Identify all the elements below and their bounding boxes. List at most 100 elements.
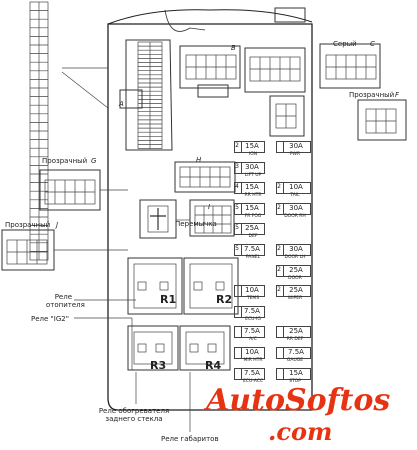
fuse-left-amperage: 25A	[245, 224, 259, 233]
fuse-right-number: 2	[277, 203, 281, 211]
fuse-cell	[241, 326, 265, 339]
jumper-block	[139, 199, 177, 239]
fuse-left-number: 3	[235, 162, 239, 170]
fuse-right-amperage: 30A	[289, 142, 303, 150]
fuse-left-name: PANEL	[245, 255, 261, 260]
fuse-left-name: IGN	[248, 152, 258, 157]
fuse-right-name: STOP	[289, 378, 301, 384]
fuse-left-number: 5	[235, 224, 239, 232]
fuse-right-number: 2	[277, 286, 281, 294]
label-peremychka: Перемычка	[175, 220, 217, 228]
watermark-line2: .com	[268, 417, 333, 446]
fuse-left-name: MIR HTR	[243, 358, 263, 363]
relay-terminal	[159, 281, 169, 291]
fuse-box-top-edge	[107, 9, 313, 25]
connector-f-housing	[269, 95, 305, 137]
connector-b-housing	[179, 45, 241, 89]
connector-c-housing	[244, 47, 306, 93]
fuse-left-amperage: 10A	[245, 286, 259, 295]
connector-b-tab	[197, 84, 229, 98]
relay-r2: R2	[216, 293, 233, 306]
fuse-right-amperage: 30A	[289, 203, 303, 212]
fuse-right-name: TAIL	[290, 193, 300, 199]
fuse-right-amperage: 10A	[289, 183, 303, 192]
fuse-left-amperage: 30A	[245, 162, 259, 171]
fuse-left-number: 2	[235, 142, 239, 149]
fuse-cell	[283, 326, 311, 339]
label-rele-gabaritov: Реле габаритов	[161, 435, 219, 443]
label-rele-obogrevatelya: Реле обогревателя заднего стекла	[98, 407, 170, 423]
fuse-right-amperage: 15A	[289, 368, 303, 377]
fuse-right-name: DOOR RH	[284, 213, 306, 219]
fuse-cell	[241, 347, 265, 359]
relay-socket-r1	[133, 263, 177, 309]
fuse-cell	[241, 244, 265, 256]
fuse-right-amperage: 25A	[289, 265, 303, 274]
fuse-left-amperage: 10A	[245, 348, 259, 356]
fuse-cell	[241, 202, 265, 215]
relay-terminal	[193, 281, 203, 291]
fuse-cell	[283, 244, 311, 256]
fuse-left-amperage: 7.5A	[244, 368, 260, 377]
fuse-right-name: WIPER	[287, 296, 303, 302]
connector-a-latch	[119, 89, 143, 109]
watermark-line1: AutoSoftos	[206, 383, 391, 418]
fuse-left-number: 5	[235, 203, 239, 211]
label-rele-ig2: Реле "IG2"	[31, 315, 69, 323]
fuse-left-name: A/C	[249, 337, 257, 343]
fuse-cell	[283, 347, 311, 359]
fuse-cell	[241, 223, 265, 236]
fuse-right-name: DOOR LH	[284, 255, 306, 260]
connector-external-clear-right	[357, 99, 407, 141]
fuse-left-name: TEMS	[246, 296, 260, 302]
label-seryi: Серый	[333, 40, 357, 48]
fuse-right-amperage: 25A	[289, 286, 303, 295]
fuse-left-number: 4	[235, 183, 239, 191]
label-prozrachnyi-left-1: Прозрачный	[42, 157, 88, 165]
connector-label-j: J	[56, 221, 59, 229]
label-rele-otopitelya: Реле отопителя	[46, 293, 85, 309]
fuse-left-amperage: 7.5A	[244, 306, 260, 315]
fuse-left-amperage: 15A	[245, 183, 259, 192]
fuse-cell	[283, 285, 311, 298]
relay-r3: R3	[150, 359, 167, 372]
fuse-left-number: 5	[235, 245, 239, 252]
jumper-inner	[147, 205, 169, 233]
connector-h-housing	[174, 161, 236, 193]
fuse-cell	[283, 367, 311, 380]
relay-socket-r3	[133, 331, 173, 365]
fuse-left-name: ECU-ACC	[242, 378, 264, 384]
fuse-cell	[241, 182, 265, 195]
fuse-right-number: 2	[277, 265, 281, 273]
connector-label-a: A	[119, 100, 124, 108]
connector-label-i: I	[208, 203, 211, 211]
relay-socket-r4	[185, 331, 225, 365]
relay-socket-r2	[189, 263, 233, 309]
relay-housing-r3	[127, 325, 179, 371]
connector-external-grey	[319, 43, 381, 89]
label-prozrachnyi-right: Прозрачный	[349, 91, 395, 99]
fuse-cell	[241, 367, 265, 380]
fuse-cell	[241, 305, 265, 318]
fuse-box-outline	[107, 23, 313, 411]
relay-r1: R1	[160, 293, 177, 306]
connector-label-f: F	[395, 91, 400, 99]
fuse-left-amperage: 7.5A	[244, 245, 260, 253]
relay-terminal	[137, 343, 147, 353]
fuse-cell	[241, 285, 265, 298]
connector-label-b: B	[231, 44, 236, 52]
relay-terminal	[189, 343, 199, 353]
fuse-right-amperage: 30A	[289, 245, 303, 253]
label-prozrachnyi-left-2: Прозрачный	[5, 221, 51, 229]
fuse-right-name: GAUGE	[286, 358, 304, 363]
